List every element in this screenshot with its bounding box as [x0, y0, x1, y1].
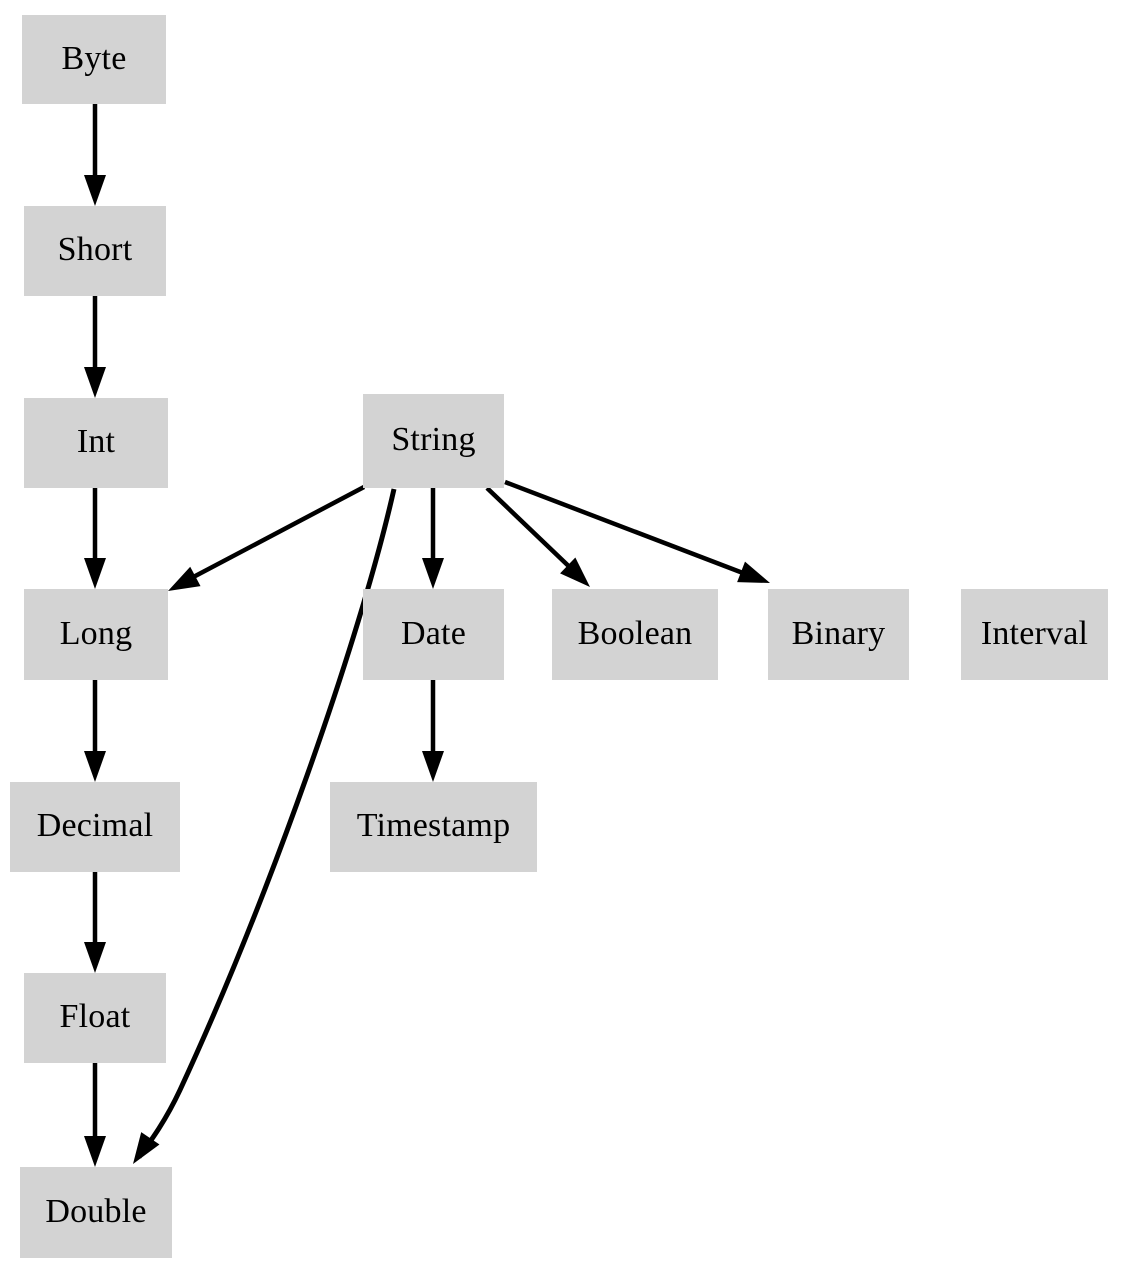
node-long[interactable]: Long	[24, 589, 168, 680]
edge-short-int	[84, 296, 106, 398]
edge-date-timestamp	[422, 680, 444, 782]
node-label: Interval	[980, 614, 1089, 652]
node-label: Date	[401, 614, 466, 652]
edge-string-binary	[504, 479, 770, 583]
node-boolean[interactable]: Boolean	[552, 589, 718, 680]
edge-float-double	[84, 1063, 106, 1167]
edge-int-long	[84, 488, 106, 589]
edge-decimal-float	[84, 872, 106, 973]
node-label: Long	[59, 614, 133, 652]
arrowhead-icon	[84, 751, 106, 782]
node-float[interactable]: Float	[24, 973, 166, 1063]
node-decimal[interactable]: Decimal	[10, 782, 180, 872]
node-label: Binary	[791, 614, 886, 652]
node-label: Byte	[61, 39, 127, 77]
arrowhead-icon	[84, 367, 106, 398]
arrowhead-icon	[133, 1132, 160, 1164]
node-string[interactable]: String	[363, 394, 504, 488]
edge-line	[504, 479, 757, 581]
node-label: Decimal	[36, 807, 154, 844]
arrowhead-icon	[422, 558, 444, 589]
arrowhead-icon	[84, 1136, 106, 1167]
edge-line	[485, 486, 581, 578]
arrowhead-icon	[422, 751, 444, 782]
node-date[interactable]: Date	[363, 589, 504, 680]
node-binary[interactable]: Binary	[768, 589, 909, 680]
arrowhead-icon	[168, 566, 201, 591]
edge-string-long	[168, 485, 366, 591]
node-label: Boolean	[577, 614, 693, 652]
edge-string-boolean	[485, 486, 590, 587]
edge-line	[180, 485, 366, 585]
node-label: Timestamp	[356, 807, 511, 844]
node-byte[interactable]: Byte	[22, 15, 166, 104]
node-timestamp[interactable]: Timestamp	[330, 782, 537, 872]
edge-long-decimal	[84, 680, 106, 782]
arrowhead-icon	[84, 942, 106, 973]
node-label: Double	[45, 1192, 147, 1230]
node-int[interactable]: Int	[24, 398, 168, 488]
node-label: Float	[59, 998, 131, 1035]
arrowhead-icon	[84, 175, 106, 206]
node-label: String	[391, 421, 476, 458]
arrowhead-icon	[84, 558, 106, 589]
edge-byte-short	[84, 104, 106, 206]
node-label: Int	[76, 423, 116, 460]
node-label: Short	[57, 231, 133, 268]
node-interval[interactable]: Interval	[961, 589, 1108, 680]
node-short[interactable]: Short	[24, 206, 166, 296]
edge-string-date	[422, 488, 444, 589]
node-double[interactable]: Double	[20, 1167, 172, 1258]
